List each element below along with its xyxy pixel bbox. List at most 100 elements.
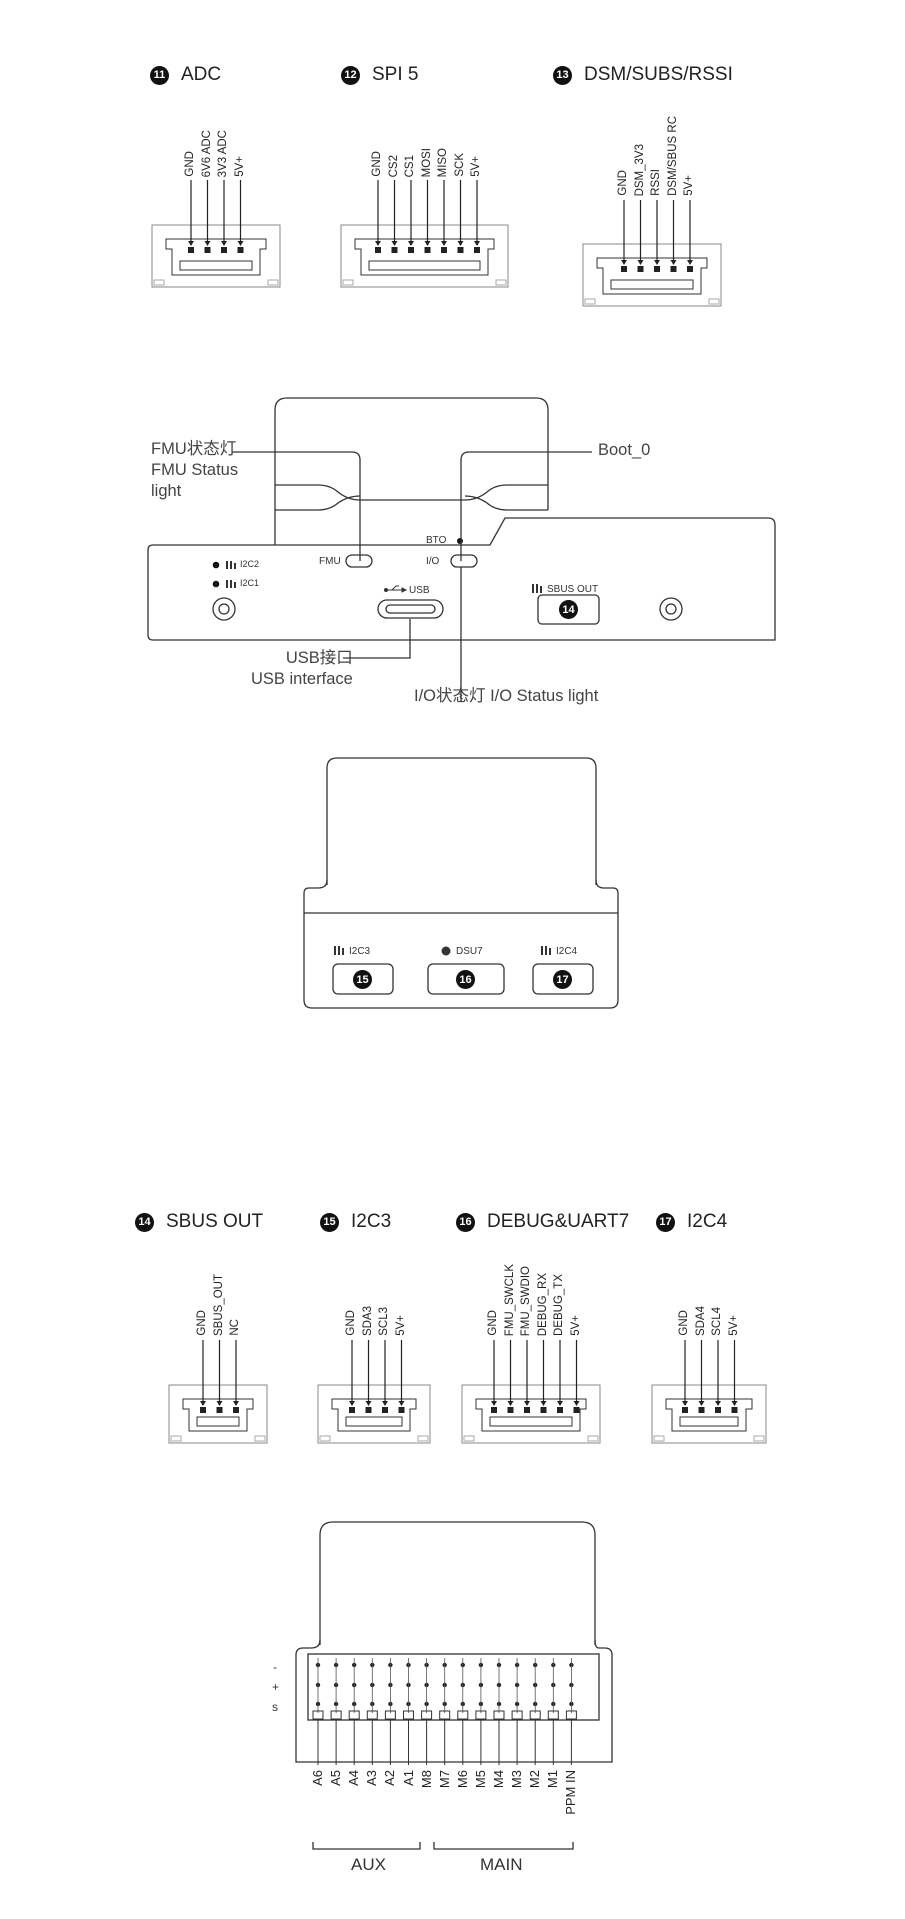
pin-arrow bbox=[221, 241, 227, 246]
pin-contact bbox=[573, 1407, 580, 1413]
pin-arrow bbox=[424, 241, 431, 246]
spi5-title-label: SPI 5 bbox=[372, 64, 419, 85]
debug-uart7-number-badge: 16 bbox=[456, 1212, 475, 1232]
sbus-out-title: 14 SBUS OUT bbox=[135, 1211, 263, 1233]
side-port-label-i2c4: I2C4 bbox=[556, 946, 578, 957]
pwm-pin-label: M6 bbox=[454, 1770, 470, 1789]
fmu-status-line-3: light bbox=[151, 482, 182, 500]
pin-base bbox=[457, 1710, 469, 1720]
connector-slot bbox=[665, 1398, 753, 1432]
bottom-pin-label: GND bbox=[487, 1310, 499, 1336]
i2c2-label: I2C2 bbox=[240, 559, 260, 569]
pin-arrow bbox=[698, 1401, 705, 1406]
dsm-number-badge: 13 bbox=[553, 65, 572, 85]
pin-arrow bbox=[731, 1401, 738, 1406]
connector-housing bbox=[168, 1384, 268, 1444]
bottom-pin-label: SCL4 bbox=[711, 1307, 723, 1336]
top-pin-label: 5V+ bbox=[233, 156, 246, 177]
pwm-pin-label: PPM IN bbox=[563, 1770, 579, 1815]
bottom-pin-label: 5V+ bbox=[394, 1315, 407, 1336]
top-connector-0 bbox=[151, 180, 281, 288]
bottom-pin-label: 5V+ bbox=[569, 1315, 582, 1336]
pin-contact bbox=[557, 1407, 563, 1413]
bottom-pin-label: NC bbox=[229, 1319, 241, 1336]
connector-housing bbox=[582, 243, 722, 307]
pin-arrow bbox=[391, 241, 398, 246]
pin-contact bbox=[204, 247, 211, 253]
top-connector-1 bbox=[340, 180, 509, 288]
pin-base bbox=[475, 1710, 487, 1720]
pin-arrow bbox=[654, 260, 660, 265]
connector-housing bbox=[151, 224, 281, 288]
pin-base bbox=[511, 1710, 523, 1720]
adc-title-label: ADC bbox=[181, 64, 222, 85]
pin-contact bbox=[382, 1407, 388, 1413]
top-pin-label: GND bbox=[617, 170, 629, 196]
top-connectors bbox=[151, 180, 722, 307]
pin-arrow bbox=[188, 241, 194, 246]
pin-base bbox=[547, 1710, 559, 1720]
pin-contact bbox=[524, 1407, 530, 1413]
i2c4-number-badge: 17 bbox=[656, 1212, 675, 1232]
connector-housing bbox=[461, 1384, 601, 1444]
bottom-pin-label: DEBUG_RX bbox=[536, 1272, 549, 1336]
connector-slot bbox=[475, 1398, 587, 1432]
pwm-pin-grid bbox=[312, 1658, 577, 1765]
connector-key bbox=[368, 260, 481, 271]
top-pin-label: GND bbox=[184, 151, 196, 177]
usb-interface-callout: USB接口 USB interface bbox=[251, 648, 353, 690]
pin-base bbox=[439, 1710, 451, 1720]
pin-contact bbox=[491, 1407, 497, 1413]
side-port-label-i2c3: I2C3 bbox=[349, 946, 371, 957]
bottom-pin-label: SBUS_OUT bbox=[212, 1274, 225, 1336]
side-port-badge-15: 15 bbox=[353, 970, 372, 989]
adc-title: 11 ADC bbox=[150, 64, 221, 86]
usb-label: USB bbox=[409, 585, 430, 596]
bottom-pin-label: DEBUG_TX bbox=[553, 1274, 565, 1336]
connector-key bbox=[179, 260, 253, 271]
i2c3-number-badge: 15 bbox=[320, 1212, 339, 1232]
top-pin-label: 5V+ bbox=[470, 156, 482, 177]
pwm-pin-label: A4 bbox=[346, 1770, 362, 1786]
pin-arrow bbox=[204, 241, 211, 246]
port-glyph-icons bbox=[226, 561, 542, 593]
aux-group-label: AUX bbox=[351, 1855, 386, 1874]
pin-contact bbox=[424, 247, 431, 253]
usb-icon bbox=[384, 585, 408, 593]
pin-base bbox=[529, 1710, 541, 1720]
pwm-pin-label: M8 bbox=[418, 1770, 434, 1789]
dsm-title-label: DSM/SUBS/RSSI bbox=[584, 64, 733, 85]
bottom-pin-label: SCL3 bbox=[378, 1307, 390, 1336]
row-label-minus: - bbox=[273, 1660, 277, 1674]
pin-contact bbox=[188, 247, 194, 253]
pin-arrow bbox=[670, 260, 677, 265]
connector-housing bbox=[340, 224, 509, 288]
spi5-title: 12 SPI 5 bbox=[341, 64, 418, 86]
connector-tab-left bbox=[342, 279, 354, 286]
top-pin-label: MISO bbox=[437, 147, 449, 177]
fmu-status-callout: FMU状态灯 FMU Status light bbox=[151, 439, 238, 502]
bottom-connectors bbox=[168, 1340, 767, 1444]
pin-arrow bbox=[408, 241, 414, 246]
connector-slot bbox=[596, 257, 708, 295]
connector-tab-right bbox=[417, 1435, 429, 1442]
side-panel-drawing bbox=[303, 757, 619, 1009]
side-port-label-dsu7: DSU7 bbox=[456, 946, 483, 957]
pin-contact bbox=[621, 266, 627, 272]
pwm-pin-label: A2 bbox=[382, 1770, 398, 1786]
connector-tab-right bbox=[267, 279, 279, 286]
pin-arrow bbox=[540, 1401, 547, 1406]
connector-slot bbox=[165, 238, 267, 276]
side-port-badge-17: 17 bbox=[553, 970, 572, 989]
top-pin-label: 5V+ bbox=[683, 175, 695, 196]
pin-arrow bbox=[216, 1401, 223, 1406]
bottom-pin-label: SDA4 bbox=[694, 1305, 707, 1336]
bottom-connector-0 bbox=[168, 1340, 268, 1444]
pin-contact bbox=[540, 1407, 547, 1413]
pin-contact bbox=[682, 1407, 688, 1413]
fmu-status-line-1: FMU状态灯 bbox=[151, 440, 237, 458]
bottom-connector-2 bbox=[461, 1340, 601, 1444]
connector-housing bbox=[651, 1384, 767, 1444]
pin-base bbox=[493, 1710, 505, 1720]
top-pin-label: RSSI bbox=[650, 169, 662, 196]
